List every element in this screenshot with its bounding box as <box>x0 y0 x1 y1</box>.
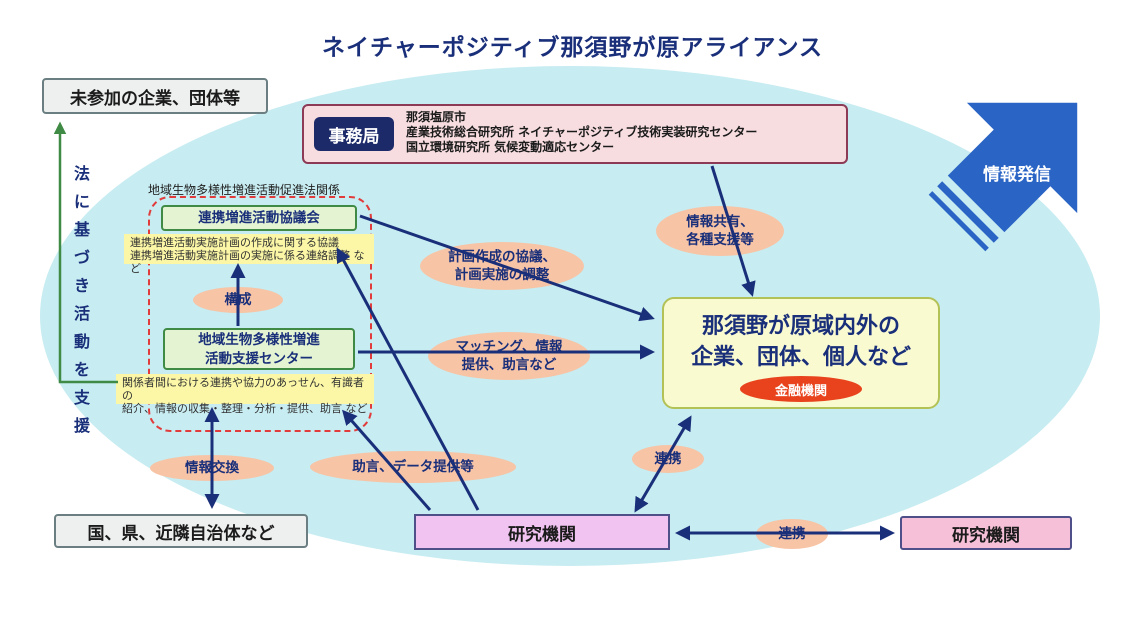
support-center-box: 地域生物多様性増進 活動支援センター <box>163 328 355 370</box>
kyoyu-line: 情報共有、 <box>686 214 754 230</box>
support-center-notes: 関係者間における連携や協力のあっせん、有識者の 紹介、情報の収集・整理・分析・提… <box>116 374 374 415</box>
main-line: 那須野が原域内外の <box>701 314 900 339</box>
council-note: 連携増進活動実施計画の作成に関する協議 <box>130 236 339 249</box>
secretariat-members: 那須塩原市 産業技術総合研究所 ネイチャーポジティブ技術実装研究センター 国立環… <box>406 110 846 155</box>
support-center-note: 関係者間における連携や協力のあっせん、有識者の <box>122 376 364 402</box>
law-support-vertical-text: 法に基づき活動を支援 <box>73 164 90 435</box>
matching-line: 提供、助言など <box>461 357 557 373</box>
secretariat-label: 事務局 <box>314 117 394 151</box>
secretariat-member: 国立環境研究所 気候変動適応センター <box>406 140 615 154</box>
research-institution-other: 研究機関 <box>900 516 1072 550</box>
diagram-title: ネイチャーポジティブ那須野が原アライアンス <box>321 35 823 61</box>
council-to-main-arrow <box>359 214 655 322</box>
council-note: 連携増進活動実施計画の実施に係る連絡調整 など <box>130 249 365 275</box>
council-notes: 連携増進活動実施計画の作成に関する協議 連携増進活動実施計画の実施に係る連絡調整… <box>124 234 374 275</box>
keikaku-line: 計画実施の調整 <box>454 267 550 283</box>
government-box: 国、県、近隣自治体など <box>54 514 308 548</box>
info-hasshin-label: 情報発信 <box>983 165 1051 185</box>
secretariat-member: 産業技術総合研究所 ネイチャーポジティブ技術実装研究センター <box>406 125 758 139</box>
kyoyu-oval: 情報共有、 各種支援等 <box>656 206 784 256</box>
research-to-council-arrow <box>336 247 480 511</box>
nonparticipant-box: 未参加の企業、団体等 <box>42 78 268 114</box>
keikaku-line: 計画作成の協議、 <box>448 249 556 265</box>
finance-oval: 金融機関 <box>740 376 862 402</box>
secretariat-to-main-arrow <box>710 165 756 297</box>
secretariat-member: 那須塩原市 <box>406 110 467 124</box>
matching-oval: マッチング、情報 提供、助言など <box>428 332 590 380</box>
law-caption: 地域生物多様性増進活動促進法関係 <box>148 183 341 197</box>
support-center-line: 活動支援センター <box>205 351 313 367</box>
law-support-arrow <box>53 121 118 384</box>
research-to-center-arrow <box>342 409 432 511</box>
main-stakeholders-text: 那須野が原域内外の 企業、団体、個人など <box>662 311 940 373</box>
main-line: 企業、団体、個人など <box>690 345 911 370</box>
support-center-note: 紹介、情報の収集・整理・分析・提供、助言 など <box>122 402 368 415</box>
jogen-data-oval: 助言、データ提供等 <box>310 451 516 483</box>
secretariat-box <box>302 104 848 164</box>
support-center-line: 地域生物多様性増進 <box>198 332 320 348</box>
research-institution-main: 研究機関 <box>414 514 670 550</box>
council-box: 連携増進活動協議会 <box>161 205 357 231</box>
research-main-link-arrow <box>634 415 692 513</box>
